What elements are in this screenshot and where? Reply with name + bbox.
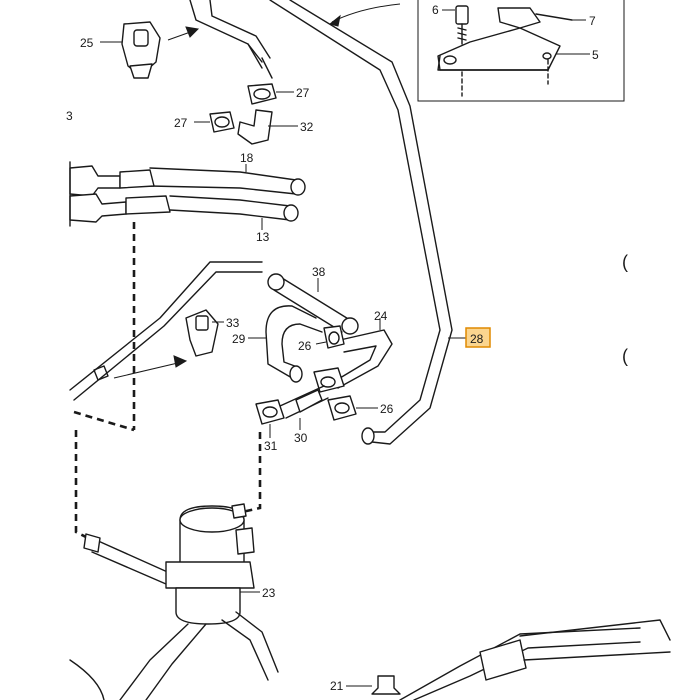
callout-5-label: 5 (592, 48, 599, 62)
clamp-26-upper[interactable]: 26 (298, 325, 345, 353)
fuel-pipe-28 (189, 0, 453, 445)
routing-line-pump (241, 432, 262, 514)
detail-inset (417, 0, 625, 102)
callout-7[interactable]: 7 (572, 14, 596, 28)
callout-5[interactable]: 5 (556, 48, 599, 62)
direction-arrow (331, 3, 401, 23)
callout-30-label: 30 (294, 431, 308, 445)
elbow-32[interactable]: 32 (237, 109, 314, 145)
clip-25[interactable]: 25 (80, 21, 161, 79)
hose-line-33 (69, 261, 263, 401)
hose-13[interactable]: 13 (169, 195, 299, 244)
callout-23-label: 23 (262, 586, 276, 600)
clamp-27-lower[interactable]: 27 (174, 111, 235, 133)
callout-25-label: 25 (80, 36, 94, 50)
callout-28-highlight (465, 327, 491, 348)
pump-outlet-lines (69, 611, 279, 700)
callout-6-label: 6 (432, 3, 439, 17)
margin-mark-1: ( (622, 252, 628, 272)
callout-27-lower-label: 27 (174, 116, 188, 130)
line-connector (93, 365, 109, 381)
routing-line-left (74, 430, 93, 542)
fittings-left (69, 161, 171, 227)
line-30[interactable]: 30 (279, 385, 329, 445)
routing-line-mid (73, 410, 135, 432)
clamp-31[interactable]: 31 (255, 399, 285, 453)
callout-21-label: 21 (330, 679, 344, 693)
callout-6[interactable]: 6 (432, 3, 455, 17)
callout-28[interactable]: 28 (448, 327, 491, 348)
callout-28-label: 28 (470, 332, 484, 346)
clamp-27-upper[interactable]: 27 (247, 83, 310, 105)
hose-18[interactable]: 18 (149, 151, 306, 196)
tee-24[interactable]: 24 (337, 309, 393, 389)
callout-33-label: 33 (226, 316, 240, 330)
arrow-to-clip (113, 361, 183, 379)
callout-13-label: 13 (256, 230, 270, 244)
callout-26-upper-label: 26 (298, 339, 312, 353)
callout-24-label: 24 (374, 309, 388, 323)
u-hose-29[interactable]: 29 (232, 305, 323, 383)
callout-26-lower-label: 26 (380, 402, 394, 416)
callout-31-label: 31 (264, 439, 278, 453)
callout-29-label: 29 (232, 332, 246, 346)
margin-mark-2: ( (622, 346, 628, 366)
callout-38-label: 38 (312, 265, 326, 279)
hose-38[interactable]: 38 (267, 265, 359, 335)
fuel-pump-23[interactable]: 23 (83, 503, 276, 625)
clamp-26-lower[interactable]: 26 (327, 395, 394, 421)
callout-7-label: 7 (589, 14, 596, 28)
callout-18-label: 18 (240, 151, 254, 165)
fuel-rail-assembly (399, 619, 671, 700)
callout-3-label: 3 (66, 109, 73, 123)
clip-33[interactable]: 33 (185, 309, 240, 357)
callout-27-upper-label: 27 (296, 86, 310, 100)
callout-32-label: 32 (300, 120, 314, 134)
hose-upper (247, 43, 273, 79)
pipe-end (361, 427, 375, 445)
plug-21[interactable]: 21 (330, 675, 401, 695)
